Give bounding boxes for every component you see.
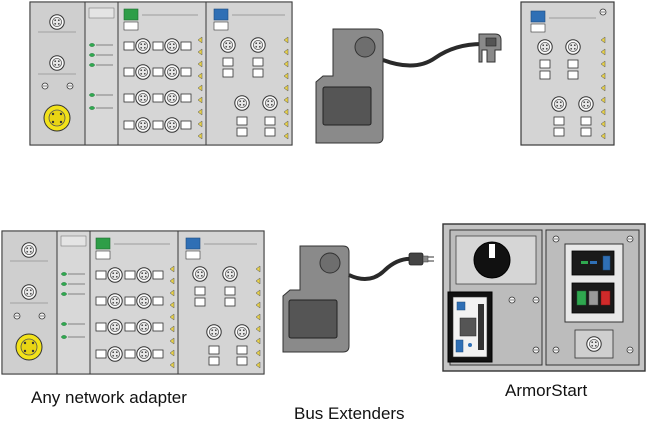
start-button-icon <box>576 290 587 306</box>
cable-plug-icon <box>408 252 434 266</box>
bus-extender-top <box>315 28 502 144</box>
network-adapter-assembly-bottom <box>1 230 265 375</box>
adapter-status-panel-bottom <box>56 230 91 375</box>
armorstart-control-panel <box>545 229 640 366</box>
extender-cable <box>382 42 483 68</box>
network-adapter-module-top <box>29 1 86 146</box>
devicenet-in-connector-icon <box>21 242 37 258</box>
green-module-label <box>123 8 139 21</box>
status-led-icon <box>66 82 74 90</box>
output-module-top <box>205 1 293 146</box>
remote-output-module-top <box>520 1 615 146</box>
bus-extender-bottom <box>282 245 434 353</box>
armorstart-disconnect-panel <box>447 229 543 366</box>
caption-armorstart: ArmorStart <box>505 381 588 400</box>
output-module-bottom <box>177 230 265 375</box>
status-led-icon <box>13 312 21 320</box>
devicenet-in-connector-icon <box>49 14 65 30</box>
power-connector-icon <box>43 104 71 132</box>
power-connector-icon <box>15 333 43 361</box>
extender-cable <box>348 256 413 281</box>
caption-network-adapter: Any network adapter <box>31 388 187 407</box>
blue-module-label <box>213 8 229 21</box>
input-module-top <box>117 1 207 146</box>
disconnect-knob-icon <box>473 241 511 279</box>
status-led-icon <box>41 82 49 90</box>
caption-bus-extenders: Bus Extenders <box>294 404 405 423</box>
blue-module-label <box>530 10 546 23</box>
armorstart-unit <box>442 223 646 372</box>
blue-module-label <box>185 237 201 250</box>
network-adapter-module-bottom <box>1 230 58 375</box>
status-led-icon <box>38 312 46 320</box>
adapter-status-panel-top <box>84 1 119 146</box>
input-module-bottom <box>89 230 179 375</box>
devicenet-out-connector-icon <box>49 55 65 71</box>
network-adapter-assembly-top <box>29 1 293 146</box>
stop-button-icon <box>600 290 611 306</box>
devicenet-out-connector-icon <box>21 284 37 300</box>
green-module-label <box>95 237 111 250</box>
control-board-icon <box>447 291 493 363</box>
network-connector-icon <box>586 336 602 352</box>
jog-button-icon <box>588 290 599 306</box>
